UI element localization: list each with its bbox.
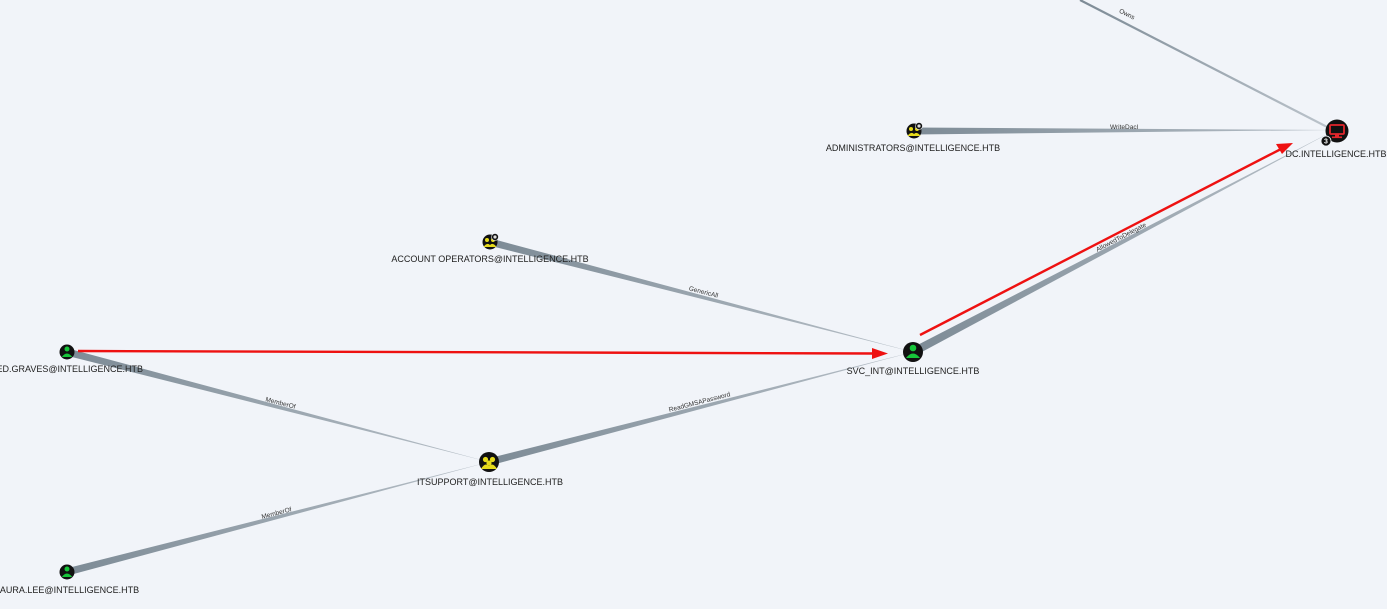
- user-icon: [906, 344, 920, 358]
- node-ted-graves[interactable]: TED.GRAVES@INTELLIGENCE.HTB: [0, 344, 143, 375]
- node-account-operators[interactable]: ACCOUNT OPERATORS@INTELLIGENCE.HTB: [391, 233, 589, 265]
- node-label-dc: DC.INTELLIGENCE.HTB: [1285, 149, 1386, 159]
- node-label-administrators: ADMINISTRATORS@INTELLIGENCE.HTB: [826, 143, 1000, 153]
- high-value-icon: [491, 233, 499, 241]
- path-arrow-ted-to-svc: [77, 348, 888, 359]
- node-label-account-operators: ACCOUNT OPERATORS@INTELLIGENCE.HTB: [391, 254, 588, 264]
- group-icon: [907, 127, 921, 136]
- group-icon: [481, 456, 497, 469]
- user-icon: [61, 346, 73, 357]
- node-itsupport[interactable]: ITSUPPORT@INTELLIGENCE.HTB: [417, 452, 563, 487]
- node-count-badge: 3: [1320, 135, 1332, 147]
- node-administrators[interactable]: ADMINISTRATORS@INTELLIGENCE.HTB: [826, 122, 1000, 154]
- node-label-svc-int: SVC_INT@INTELLIGENCE.HTB: [847, 366, 980, 376]
- node-label-laura-lee: LAURA.LEE@INTELLIGENCE.HTB: [0, 585, 139, 595]
- edge-writedacl[interactable]: WriteDacl: [914, 124, 1335, 135]
- edge-allowedtodelegate[interactable]: AllowedToDelegate: [910, 130, 1335, 356]
- edge-label-allowedtodelegate: AllowedToDelegate: [1095, 222, 1148, 254]
- high-value-icon: [915, 122, 923, 130]
- edge-label-writedacl: WriteDacl: [1110, 124, 1139, 131]
- edge-owns[interactable]: Owns: [1079, 0, 1336, 132]
- user-icon: [61, 566, 73, 577]
- node-svc-int[interactable]: SVC_INT@INTELLIGENCE.HTB: [847, 342, 980, 376]
- node-label-itsupport: ITSUPPORT@INTELLIGENCE.HTB: [417, 477, 563, 487]
- node-label-ted-graves: TED.GRAVES@INTELLIGENCE.HTB: [0, 364, 143, 374]
- node-dc[interactable]: 3 DC.INTELLIGENCE.HTB: [1285, 119, 1387, 160]
- svg-text:3: 3: [1324, 139, 1328, 146]
- computer-icon: [1329, 124, 1345, 139]
- node-laura-lee[interactable]: LAURA.LEE@INTELLIGENCE.HTB: [0, 564, 139, 596]
- path-arrow-svc-to-dc: [919, 143, 1293, 337]
